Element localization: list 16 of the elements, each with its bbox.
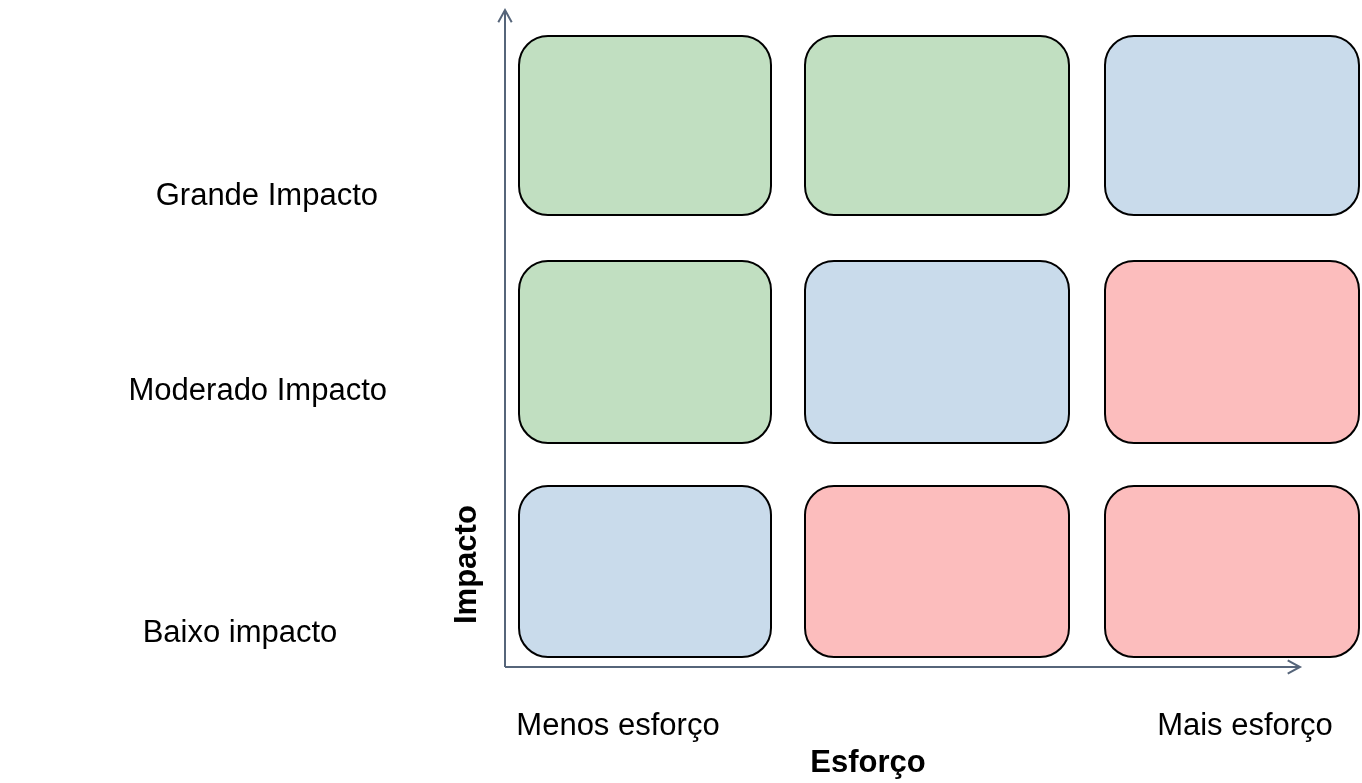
matrix-cell [1104,35,1360,216]
matrix-cell [804,485,1070,658]
row-label: Moderado Impacto [128,371,387,409]
column-label: Menos esforço [516,706,720,744]
column-label: Mais esforço [1157,706,1333,744]
row-label: Grande Impacto [155,176,378,214]
matrix-cell [518,485,772,658]
row-label: Baixo impacto [142,613,338,651]
matrix-cell [518,35,772,216]
axis-title: Esforço [810,743,926,781]
matrix-cell [804,35,1070,216]
matrix-cell [1104,485,1360,658]
matrix-cell [1104,260,1360,444]
matrix-cell [518,260,772,444]
axis-title: Impacto [446,505,484,625]
matrix-cell [804,260,1070,444]
